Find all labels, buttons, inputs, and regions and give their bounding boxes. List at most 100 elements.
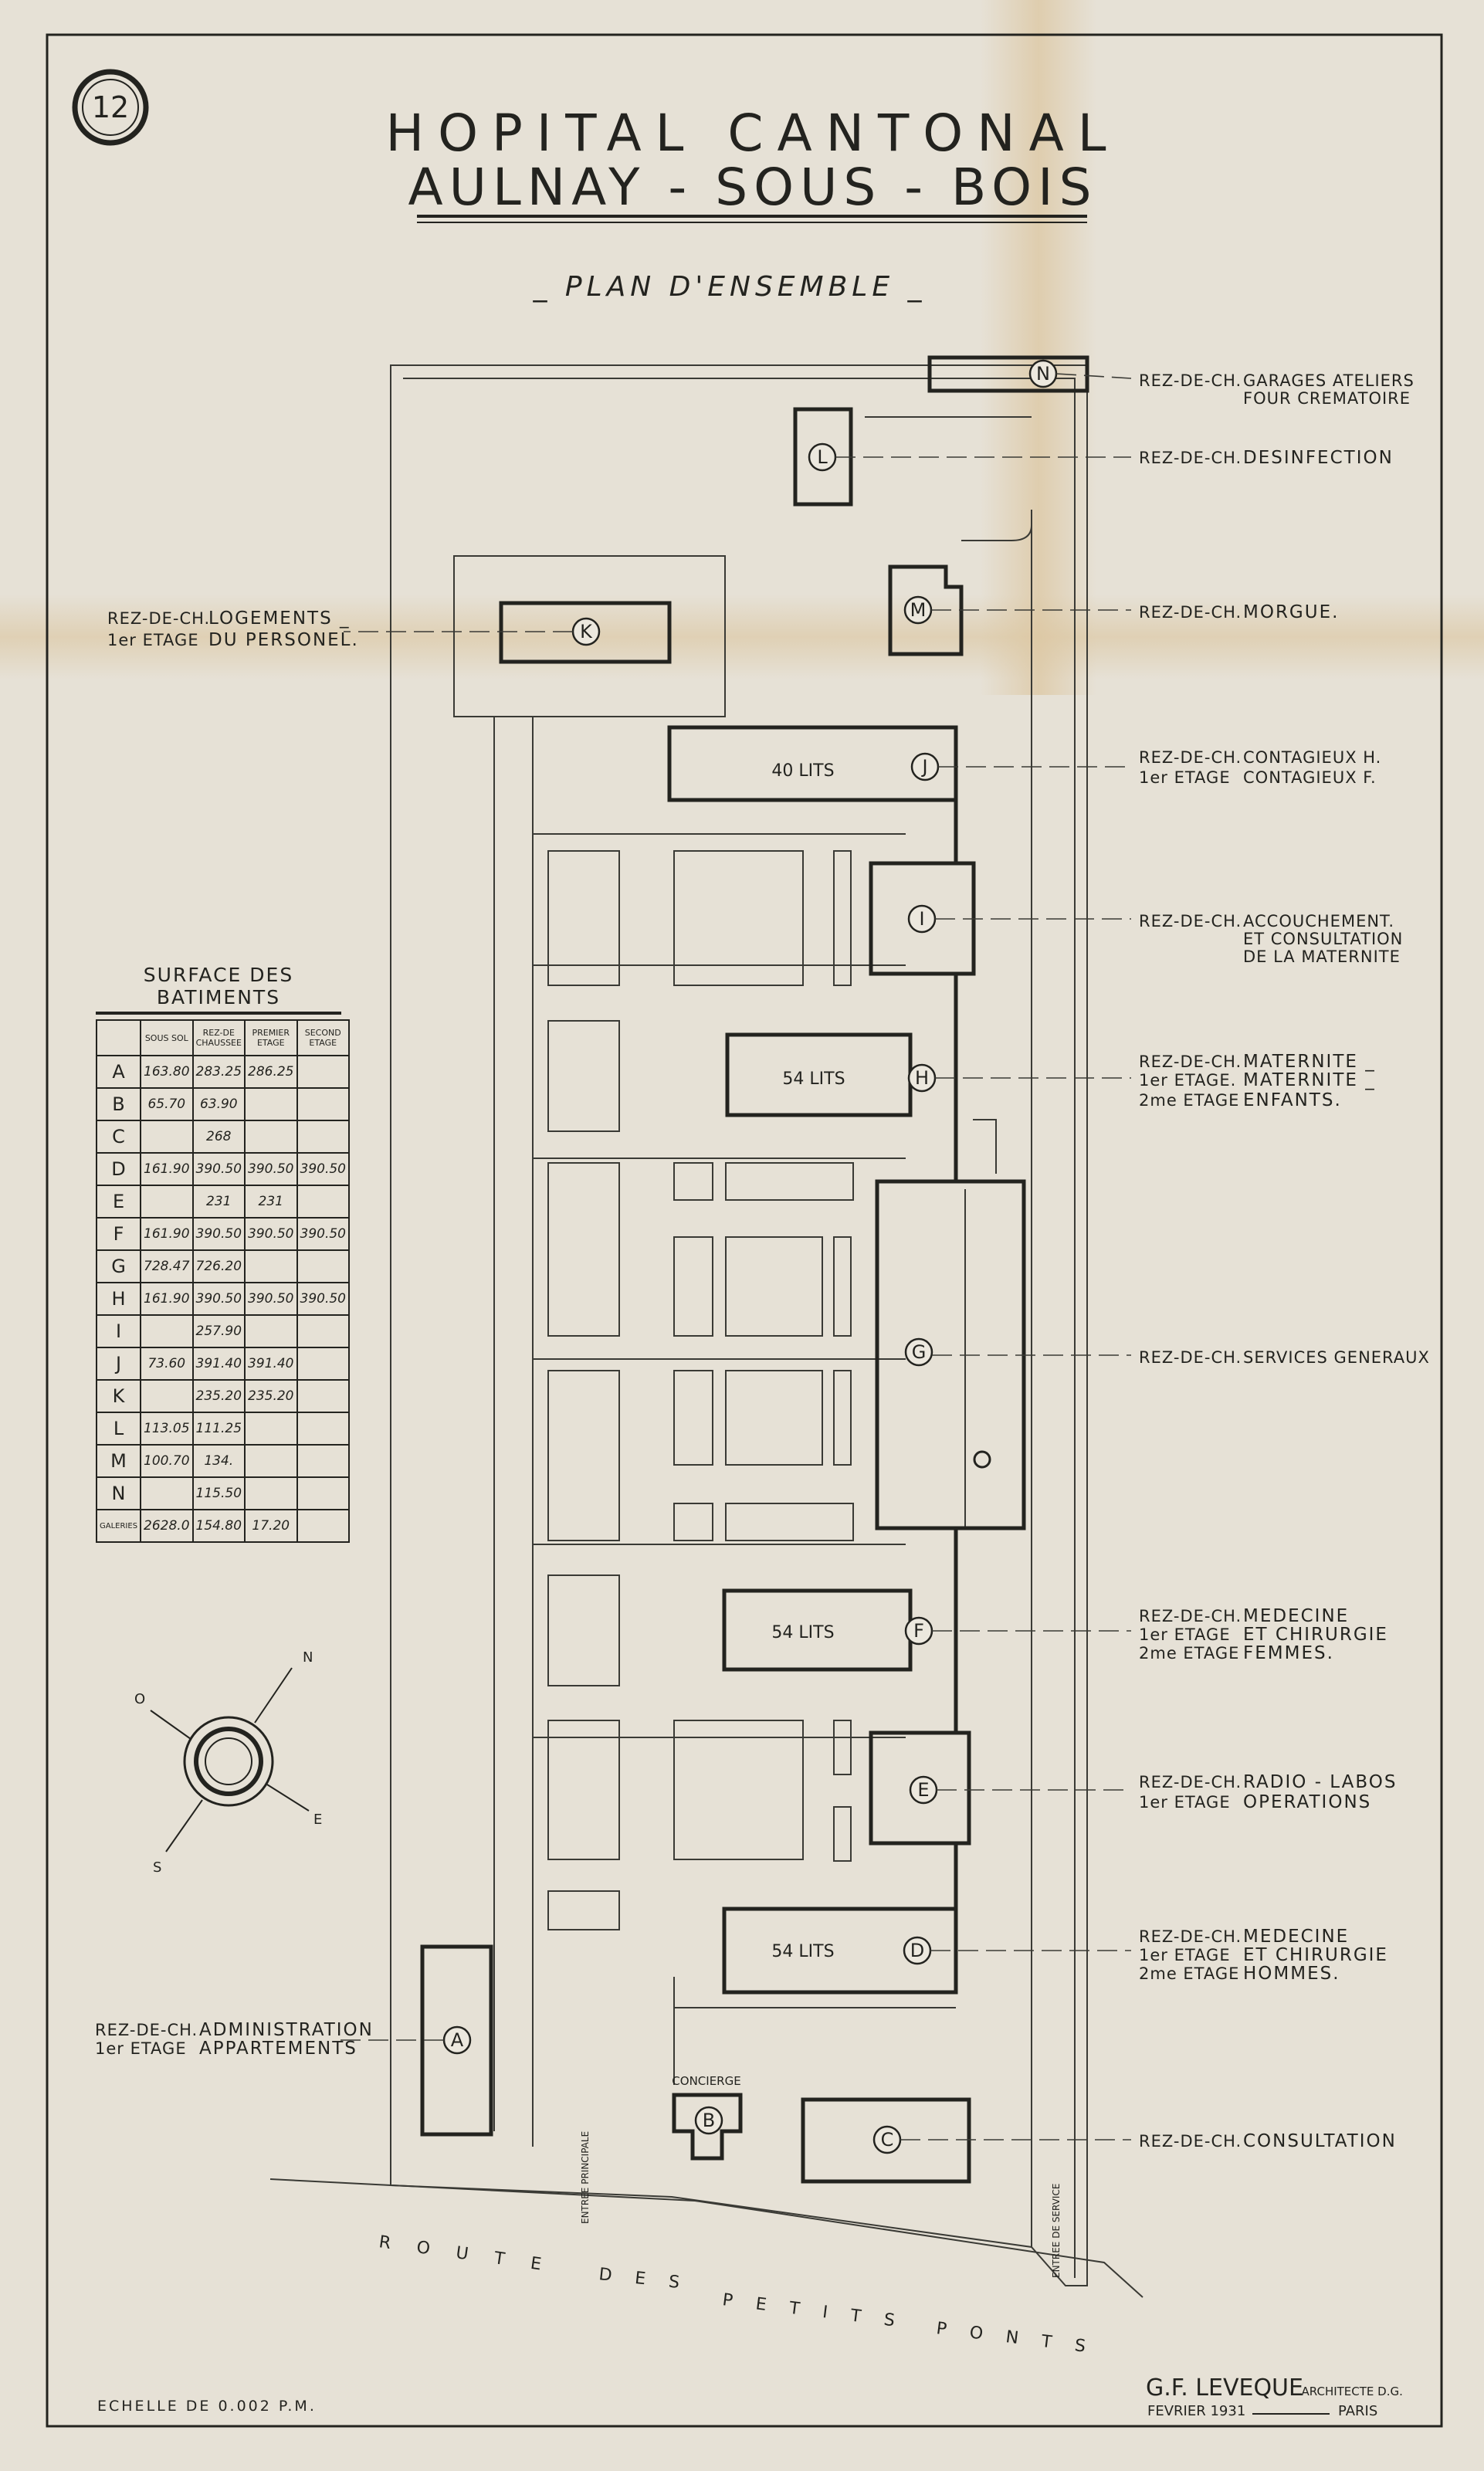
marker-l: L bbox=[817, 446, 828, 468]
svg-text:HOMMES.: HOMMES. bbox=[1243, 1964, 1340, 1984]
surface-value-cell: 390.50 bbox=[296, 1217, 350, 1251]
marker-m: M bbox=[910, 599, 927, 621]
svg-text:CONTAGIEUX H.: CONTAGIEUX H. bbox=[1243, 748, 1381, 767]
building-id-cell: J bbox=[95, 1347, 142, 1381]
building-id-cell: A bbox=[95, 1055, 142, 1089]
building-m[interactable] bbox=[888, 564, 964, 656]
signature-city: PARIS bbox=[1338, 2403, 1377, 2419]
plan-subtitle: _ PLAN D'ENSEMBLE _ bbox=[532, 271, 926, 303]
surface-value-cell: 390.50 bbox=[296, 1282, 350, 1316]
surface-table-column-header: SOUS SOL bbox=[140, 1019, 194, 1056]
svg-text:1er ETAGE: 1er ETAGE bbox=[1139, 1946, 1231, 1964]
surface-value-cell bbox=[140, 1314, 194, 1348]
label-d: REZ-DE-CH. MEDECINE 1er ETAGE ET CHIRURG… bbox=[1139, 1927, 1388, 1984]
svg-text:DU PERSONEL.: DU PERSONEL. bbox=[208, 630, 359, 650]
building-id-cell: I bbox=[95, 1314, 142, 1348]
surface-value-cell bbox=[296, 1249, 350, 1283]
marker-h: H bbox=[915, 1067, 929, 1089]
svg-text:ACCOUCHEMENT.: ACCOUCHEMENT. bbox=[1243, 912, 1394, 930]
surface-table-row: I 257.90 bbox=[95, 1314, 350, 1348]
svg-text:REZ-DE-CH.: REZ-DE-CH. bbox=[1139, 1348, 1242, 1367]
site-boundary bbox=[390, 364, 1088, 2286]
svg-text:REZ-DE-CH.: REZ-DE-CH. bbox=[1139, 1927, 1242, 1946]
svg-text:MATERNITE _: MATERNITE _ bbox=[1243, 1070, 1376, 1090]
surface-value-cell: 235.20 bbox=[191, 1379, 246, 1413]
service-road bbox=[865, 416, 1032, 2247]
surface-value-cell bbox=[244, 1120, 298, 1154]
label-c: REZ-DE-CH. CONSULTATION bbox=[1139, 2131, 1397, 2151]
svg-text:ET CHIRURGIE: ET CHIRURGIE bbox=[1243, 1945, 1388, 1965]
building-b[interactable] bbox=[672, 2093, 743, 2161]
scale-note: ECHELLE DE 0.002 P.M. bbox=[97, 2398, 317, 2415]
title-line2: AULNAY - SOUS - BOIS bbox=[408, 158, 1098, 217]
marker-n: N bbox=[1036, 363, 1050, 385]
surface-value-cell bbox=[244, 1444, 298, 1478]
marker-c: C bbox=[881, 2129, 894, 2151]
svg-text:2me ETAGE: 2me ETAGE bbox=[1139, 1964, 1239, 1983]
surface-value-cell: 390.50 bbox=[191, 1217, 246, 1251]
svg-text:CONTAGIEUX F.: CONTAGIEUX F. bbox=[1243, 768, 1377, 787]
fold-stain-horizontal bbox=[0, 595, 1484, 680]
leader-lines bbox=[340, 373, 1132, 2141]
label-i: REZ-DE-CH. ACCOUCHEMENT. ET CONSULTATION… bbox=[1139, 912, 1402, 966]
marker-b: B bbox=[703, 2110, 715, 2131]
building-d[interactable] bbox=[722, 1907, 958, 1995]
gallery-network bbox=[493, 717, 997, 2147]
svg-text:1er ETAGE: 1er ETAGE bbox=[1139, 1793, 1231, 1812]
svg-text:REZ-DE-CH.: REZ-DE-CH. bbox=[1139, 1052, 1242, 1071]
marker-d: D bbox=[910, 1940, 924, 1961]
compass-s: S bbox=[153, 1859, 161, 1876]
building-a[interactable] bbox=[420, 1944, 493, 2137]
svg-text:FEMMES.: FEMMES. bbox=[1243, 1643, 1334, 1663]
svg-text:DESINFECTION: DESINFECTION bbox=[1243, 448, 1394, 468]
surface-value-cell bbox=[296, 1185, 350, 1219]
svg-text:CONSULTATION: CONSULTATION bbox=[1243, 2131, 1397, 2151]
building-id-cell: N bbox=[95, 1476, 142, 1510]
surface-value-cell: 163.80 bbox=[140, 1055, 194, 1089]
marker-j: J bbox=[920, 756, 927, 778]
surface-value-cell: 161.90 bbox=[140, 1217, 194, 1251]
road-word-ponts: PONTS bbox=[935, 2319, 1110, 2359]
service-entrance-label: ENTREE DE SERVICE bbox=[1051, 2184, 1062, 2278]
label-a: REZ-DE-CH. ADMINISTRATION 1er ETAGE APPA… bbox=[95, 2020, 372, 2059]
building-id-cell: C bbox=[95, 1120, 142, 1154]
building-j[interactable] bbox=[667, 725, 958, 802]
surface-value-cell: 113.05 bbox=[140, 1412, 194, 1446]
building-k-enclosure bbox=[453, 555, 726, 717]
svg-text:1er ETAGE: 1er ETAGE bbox=[1139, 1625, 1231, 1644]
sheet-number: 12 bbox=[92, 90, 129, 124]
sheet-number-badge: 12 bbox=[72, 69, 149, 146]
marker-f: F bbox=[913, 1620, 924, 1642]
surface-value-cell bbox=[296, 1476, 350, 1510]
surface-value-cell bbox=[296, 1509, 350, 1543]
building-id-cell: M bbox=[95, 1444, 142, 1478]
svg-text:1er ETAGE: 1er ETAGE bbox=[95, 2039, 187, 2058]
label-g: REZ-DE-CH. SERVICES GENERAUX bbox=[1139, 1348, 1429, 1367]
building-e[interactable] bbox=[869, 1730, 971, 1846]
svg-text:REZ-DE-CH.: REZ-DE-CH. bbox=[1139, 1773, 1242, 1791]
label-j: REZ-DE-CH. CONTAGIEUX H. 1er ETAGE CONTA… bbox=[1139, 748, 1381, 787]
label-k: REZ-DE-CH. LOGEMENTS _ 1er ETAGE DU PERS… bbox=[107, 608, 359, 650]
surface-value-cell: 390.50 bbox=[296, 1152, 350, 1186]
svg-text:DE LA MATERNITE: DE LA MATERNITE bbox=[1243, 947, 1401, 966]
svg-text:2me ETAGE: 2me ETAGE bbox=[1139, 1644, 1239, 1663]
svg-text:REZ-DE-CH.: REZ-DE-CH. bbox=[1139, 1607, 1242, 1625]
surface-table-column-header: REZ-DE CHAUSSEE bbox=[191, 1019, 246, 1056]
svg-text:REZ-DE-CH.: REZ-DE-CH. bbox=[1139, 912, 1242, 930]
building-n[interactable] bbox=[927, 355, 1089, 393]
surface-value-cell bbox=[296, 1055, 350, 1089]
building-c[interactable] bbox=[801, 2097, 971, 2184]
svg-text:FOUR CREMATOIRE: FOUR CREMATOIRE bbox=[1243, 389, 1411, 408]
building-k[interactable] bbox=[499, 601, 672, 664]
svg-text:OPERATIONS: OPERATIONS bbox=[1243, 1792, 1371, 1812]
surface-value-cell: 390.50 bbox=[244, 1217, 298, 1251]
surface-value-cell: 257.90 bbox=[191, 1314, 246, 1348]
fold-stain-vertical bbox=[981, 0, 1096, 695]
